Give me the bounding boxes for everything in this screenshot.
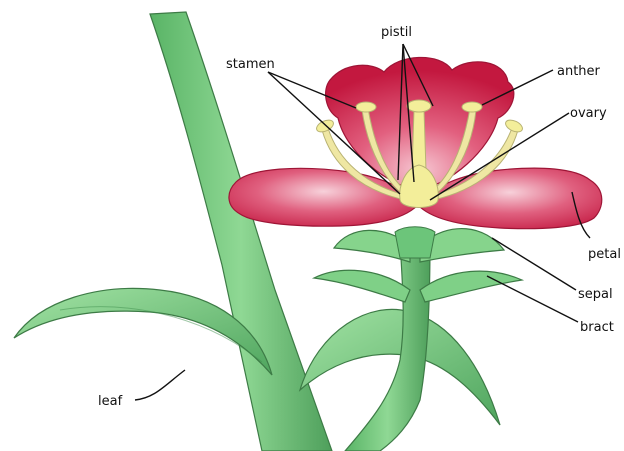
label-petal: petal bbox=[588, 247, 621, 262]
bract-shape-left bbox=[314, 270, 410, 302]
label-stamen: stamen bbox=[226, 57, 275, 72]
label-sepal: sepal bbox=[578, 287, 613, 302]
label-leaf: leaf bbox=[98, 394, 123, 409]
label-anther: anther bbox=[557, 64, 601, 79]
label-ovary: ovary bbox=[570, 106, 607, 121]
label-pistil: pistil bbox=[381, 25, 412, 40]
label-bract: bract bbox=[580, 320, 614, 335]
